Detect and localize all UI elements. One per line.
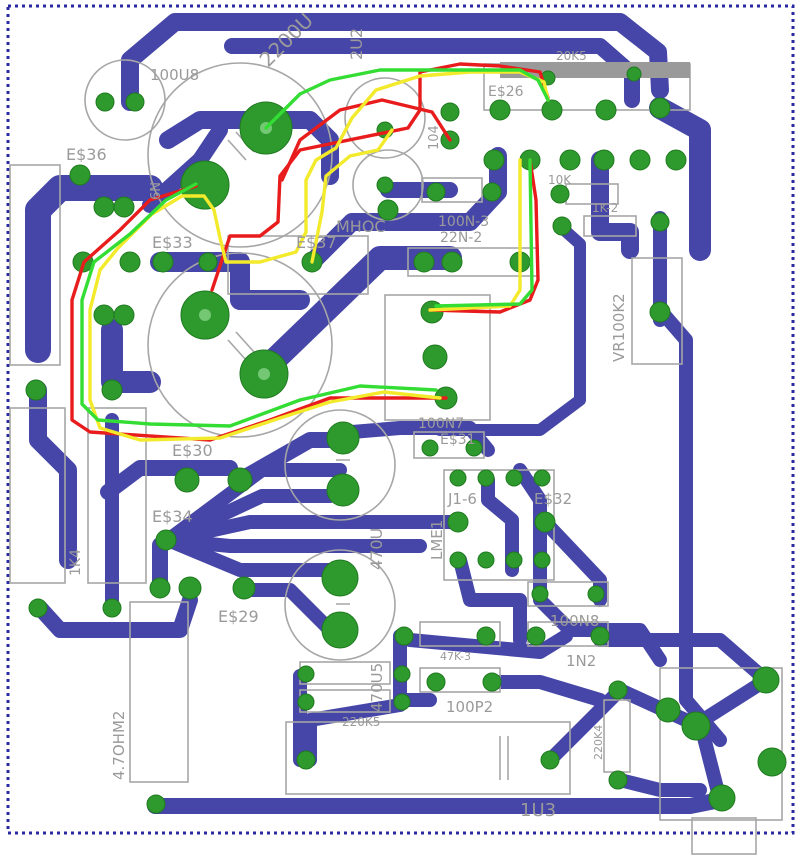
label-r4-7ohm2: 4.7OHM2 bbox=[110, 711, 128, 780]
label-r1k2: 1K-2 bbox=[592, 201, 618, 215]
label-c100n8: 100N8 bbox=[550, 612, 599, 630]
label-c100n3: 100N-3 bbox=[438, 214, 489, 230]
label-r20k5: 20K5 bbox=[556, 49, 587, 63]
label-j16: J1-6 bbox=[447, 490, 477, 508]
copper-traces bbox=[25, 13, 773, 814]
label-r47k3: 47K-3 bbox=[440, 650, 471, 663]
label-es32: E$32 bbox=[534, 490, 572, 508]
board-outline bbox=[6, 4, 795, 835]
label-lme1: LME1 bbox=[428, 520, 446, 560]
label-r1n2: 1N2 bbox=[566, 652, 596, 670]
label-c6n: 6N bbox=[149, 182, 164, 200]
label-es31: E$31 bbox=[440, 432, 476, 448]
label-r104: 104 bbox=[427, 125, 442, 150]
label-c100p2: 100P2 bbox=[446, 698, 493, 716]
label-r10k: 10K bbox=[548, 173, 572, 187]
label-es36: E$36 bbox=[66, 145, 107, 164]
label-r220k4: 220K4 bbox=[592, 725, 605, 760]
label-c100n7: 100N7 bbox=[418, 416, 464, 432]
label-c2u2: 2U2 bbox=[347, 28, 366, 60]
label-mhoc: MHOC bbox=[336, 217, 386, 236]
label-vr100k2: VR100K2 bbox=[610, 293, 628, 362]
label-es30: E$30 bbox=[172, 441, 213, 460]
label-c22n2: 22N-2 bbox=[440, 230, 482, 246]
label-r220k5: 220K5 bbox=[342, 715, 380, 729]
label-es33: E$33 bbox=[152, 233, 193, 252]
label-c1u3: 1U3 bbox=[520, 800, 556, 821]
jumper-wires bbox=[70, 62, 550, 442]
label-es26: E$26 bbox=[488, 84, 524, 100]
label-c100u8: 100U8 bbox=[150, 66, 199, 84]
label-r1k4: 1K4 bbox=[68, 549, 84, 576]
label-es37: E$37 bbox=[296, 233, 337, 252]
label-es34: E$34 bbox=[152, 507, 193, 526]
label-c470u5: 470U5 bbox=[368, 663, 386, 712]
label-c470u: 470U bbox=[367, 528, 386, 570]
label-es29: E$29 bbox=[218, 607, 259, 626]
